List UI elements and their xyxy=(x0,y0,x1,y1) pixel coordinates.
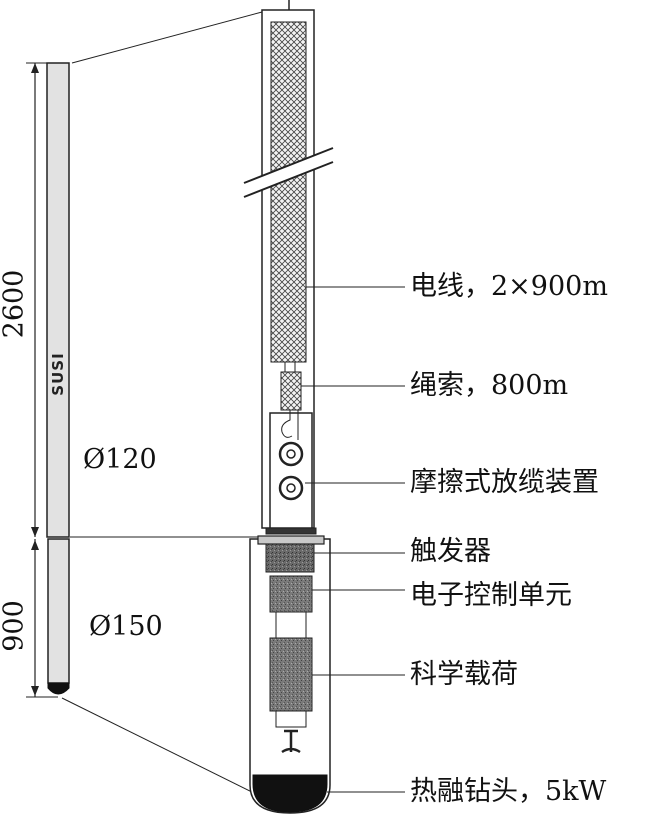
trigger-block xyxy=(265,543,315,573)
label-cable: 电线，2×900m xyxy=(410,271,608,302)
overview-probe xyxy=(26,11,263,798)
label-rope: 绳索，800m xyxy=(410,370,569,401)
dimension-lower-diameter: Ø150 xyxy=(89,611,163,642)
detail-probe xyxy=(243,0,334,814)
label-spool: 摩擦式放缆装置 xyxy=(410,467,599,498)
leader-lines xyxy=(301,286,405,793)
spool-housing xyxy=(269,412,313,529)
electronics-block xyxy=(269,575,313,613)
upper-tube xyxy=(46,62,70,538)
label-electronics: 电子控制单元 xyxy=(410,580,572,611)
cable-bobbin xyxy=(270,21,307,363)
label-payload: 科学载荷 xyxy=(410,659,518,690)
dimension-upper-diameter: Ø120 xyxy=(83,444,157,475)
rope-pack xyxy=(280,371,302,411)
label-drill-head: 热融钻头，5kW xyxy=(410,776,607,807)
trigger-plate xyxy=(257,535,325,545)
dimension-upper-length: 2600 xyxy=(0,269,30,339)
drill-head xyxy=(252,774,328,813)
payload-block xyxy=(269,637,313,712)
probe-name-label: SUSI xyxy=(49,352,67,396)
dimension-lower-length: 900 xyxy=(0,600,30,652)
label-trigger: 触发器 xyxy=(410,536,491,567)
lower-tube xyxy=(47,538,70,684)
overview-nose xyxy=(47,682,70,695)
